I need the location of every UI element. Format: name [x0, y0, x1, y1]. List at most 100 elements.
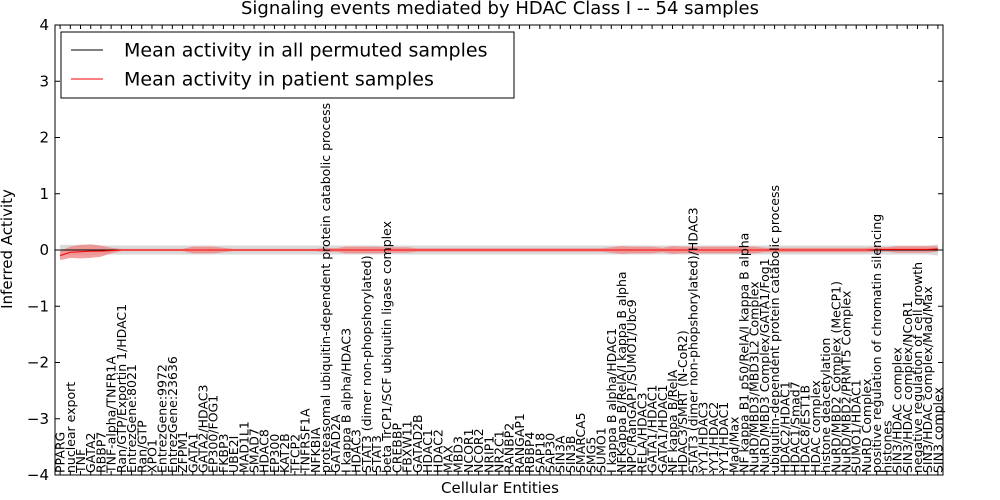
x-category-label: SMG5 [583, 437, 598, 473]
x-category-label: GATA2 [83, 433, 98, 473]
x-category-label: Mad/Max [726, 417, 741, 473]
x-category-label: FKBP3 [216, 434, 231, 473]
x-category-label: TNF [73, 449, 88, 474]
y-tick-label: −3 [27, 410, 49, 428]
x-category-label: NuRD/MBD2/PRMT5 Complex [839, 291, 854, 473]
x-category-label: SIN3 complex [930, 387, 945, 473]
legend-label-2: Mean activity in patient samples [124, 69, 434, 91]
y-tick-label: 0 [39, 241, 49, 259]
x-category-label: HDAC3 [349, 429, 364, 473]
x-category-label: NuRD Complex [859, 379, 874, 473]
x-category-label: STAT3 [369, 435, 384, 473]
legend-box [60, 31, 515, 99]
x-category-label: I kappa B alpha/HDAC3 [338, 328, 353, 473]
x-category-label: SIN3/HDAC complex/Mad/Max [920, 286, 935, 473]
legend: Mean activity in all permuted samplesMea… [60, 31, 515, 99]
x-category-label: NCOR2 [471, 428, 486, 473]
x-category-label: EP300 [267, 434, 282, 473]
x-category-label: beta TrCP1/SCF ubiquitin ligase complex [379, 221, 394, 473]
x-category-label: positive regulation of chromatin silenci… [869, 214, 884, 473]
x-category-label: Ran/GTP [134, 420, 149, 473]
x-category-label: STAT3 (dimer non-phopshorylated)/HDAC3 [685, 207, 700, 473]
x-category-label: SIN3A [553, 435, 568, 473]
y-tick-label: 2 [39, 129, 49, 147]
x-category-label: STAT3 (dimer non-phopshorylated) [359, 255, 374, 473]
x-category-label: RANGAP1 [512, 413, 527, 473]
x-category-label: YY1/HDAC3 [696, 402, 711, 474]
x-category-label: CREBBP [389, 423, 404, 473]
x-category-label: KAT2B [277, 433, 292, 473]
x-category-label: SAP18 [532, 433, 547, 473]
x-category-label: SIN3/HDAC complex/NCoR1 [900, 300, 915, 473]
x-category-label: EP300/FOG1 [206, 395, 221, 473]
x-category-label: TNF-alpha/TNFR1A [104, 356, 119, 474]
x-category-label: I kappa B alpha/HDAC1 [604, 328, 619, 473]
x-category-label: TNFRSF1A [298, 408, 313, 474]
y-tick-label: −2 [27, 354, 49, 372]
x-category-label: GATA1/HDAC1 [655, 385, 670, 473]
x-category-label: YY1/HDAC2 [706, 402, 721, 474]
x-category-label: MAX [441, 445, 456, 473]
x-category-label: HDAC complex [808, 380, 823, 473]
legend-label-1: Mean activity in all permuted samples [124, 40, 487, 62]
chart-title: Signaling events mediated by HDAC Class … [241, 0, 759, 19]
x-category-label: HDAC8/EST1B [798, 385, 813, 473]
x-category-label: HDAC2/HDAC1 [777, 381, 792, 473]
x-category-label: GATAD2A [328, 414, 343, 473]
x-category-label: histones [879, 420, 894, 473]
x-category-label: EntrezGene:8021 [124, 364, 139, 473]
x-category-label: HDAC8 [257, 429, 272, 473]
y-tick-label: 4 [39, 16, 49, 34]
x-category-label: RANBP2 [502, 423, 517, 473]
x-category-label: NPC/RanGAP1/SUMO1/Ubc9 [624, 299, 639, 473]
x-category-label: ZFPM1 [175, 431, 190, 473]
x-category-label: FBXW11 [400, 420, 415, 473]
x-category-label: NCOR1 [461, 428, 476, 473]
y-tick-label: −4 [27, 466, 49, 484]
y-tick-label: −1 [27, 297, 49, 315]
series-band-2 [60, 244, 938, 261]
x-category-label: HDAC1/Smad7 [788, 381, 803, 473]
x-category-label: HDAC1 [420, 429, 435, 473]
x-category-label: TFCP2 [287, 434, 302, 474]
x-category-label: SMARCA5 [573, 412, 588, 473]
x-category-label: NRIP1 [481, 436, 496, 473]
series-line-2 [59, 248, 938, 257]
x-category-label: EntrezGene:9972 [155, 364, 170, 473]
x-category-label: NR2C1 [492, 430, 507, 473]
x-category-label: ubiquitin-dependent protein catabolic pr… [767, 185, 782, 473]
x-category-label: SAP30 [543, 433, 558, 473]
x-category-label: SUMO1/HDAC1 [849, 379, 864, 473]
x-category-label: UBE2I [226, 436, 241, 473]
x-category-label: proteasomal ubiquitin-dependent protein … [318, 103, 333, 473]
x-category-label: EntrezGene:23636 [165, 356, 180, 473]
x-category-label: GATA2/HDAC3 [196, 385, 211, 473]
x-category-label: Ran/GTP/Exportin 1/HDAC1 [114, 304, 129, 473]
x-category-label: NFKBIA [308, 427, 323, 473]
x-category-label: HDAC3/SMRT (N-CoR2) [675, 330, 690, 473]
x-category-label: MAD1L1 [236, 421, 251, 473]
y-tick-label: 3 [39, 72, 49, 90]
x-category-label: histone deacetylation [818, 338, 833, 473]
x-category-label: MBD3 [451, 436, 466, 473]
x-category-label: GATAD2B [410, 414, 425, 473]
x-category-label: YY1/HDAC1 [716, 402, 731, 474]
x-category-label: NFKappa B/RelA/I kappa B alpha [614, 271, 629, 473]
x-category-label: SMAD7 [247, 428, 262, 473]
x-category-label: RBBP4 [522, 432, 537, 473]
x-category-label: NuRD/MBD3/MBD3L2 Complex [747, 281, 762, 473]
x-category-label: NuRD/MBD2 Complex (MeCP1) [828, 281, 843, 473]
y-tick-label: 1 [39, 185, 49, 203]
x-category-label: SUMO1 [594, 427, 609, 473]
x-category-label: NF kappa B/RelA [665, 369, 680, 473]
y-axis-title: Inferred Activity [0, 189, 16, 309]
x-category-label: SIN3/HDAC complex [890, 347, 905, 473]
x-category-label: GATA1/HDAC1 [645, 385, 660, 473]
x-category-label: XPO1 [145, 439, 160, 473]
x-category-label: NF kappa B1 p50/RelA/I kappa B alpha [737, 233, 752, 473]
x-axis-title: Cellular Entities [441, 479, 559, 497]
x-category-label: NuRD/MBD3 Complex/GATA1/Fog1 [757, 258, 772, 473]
x-category-label: SIN3B [563, 436, 578, 474]
